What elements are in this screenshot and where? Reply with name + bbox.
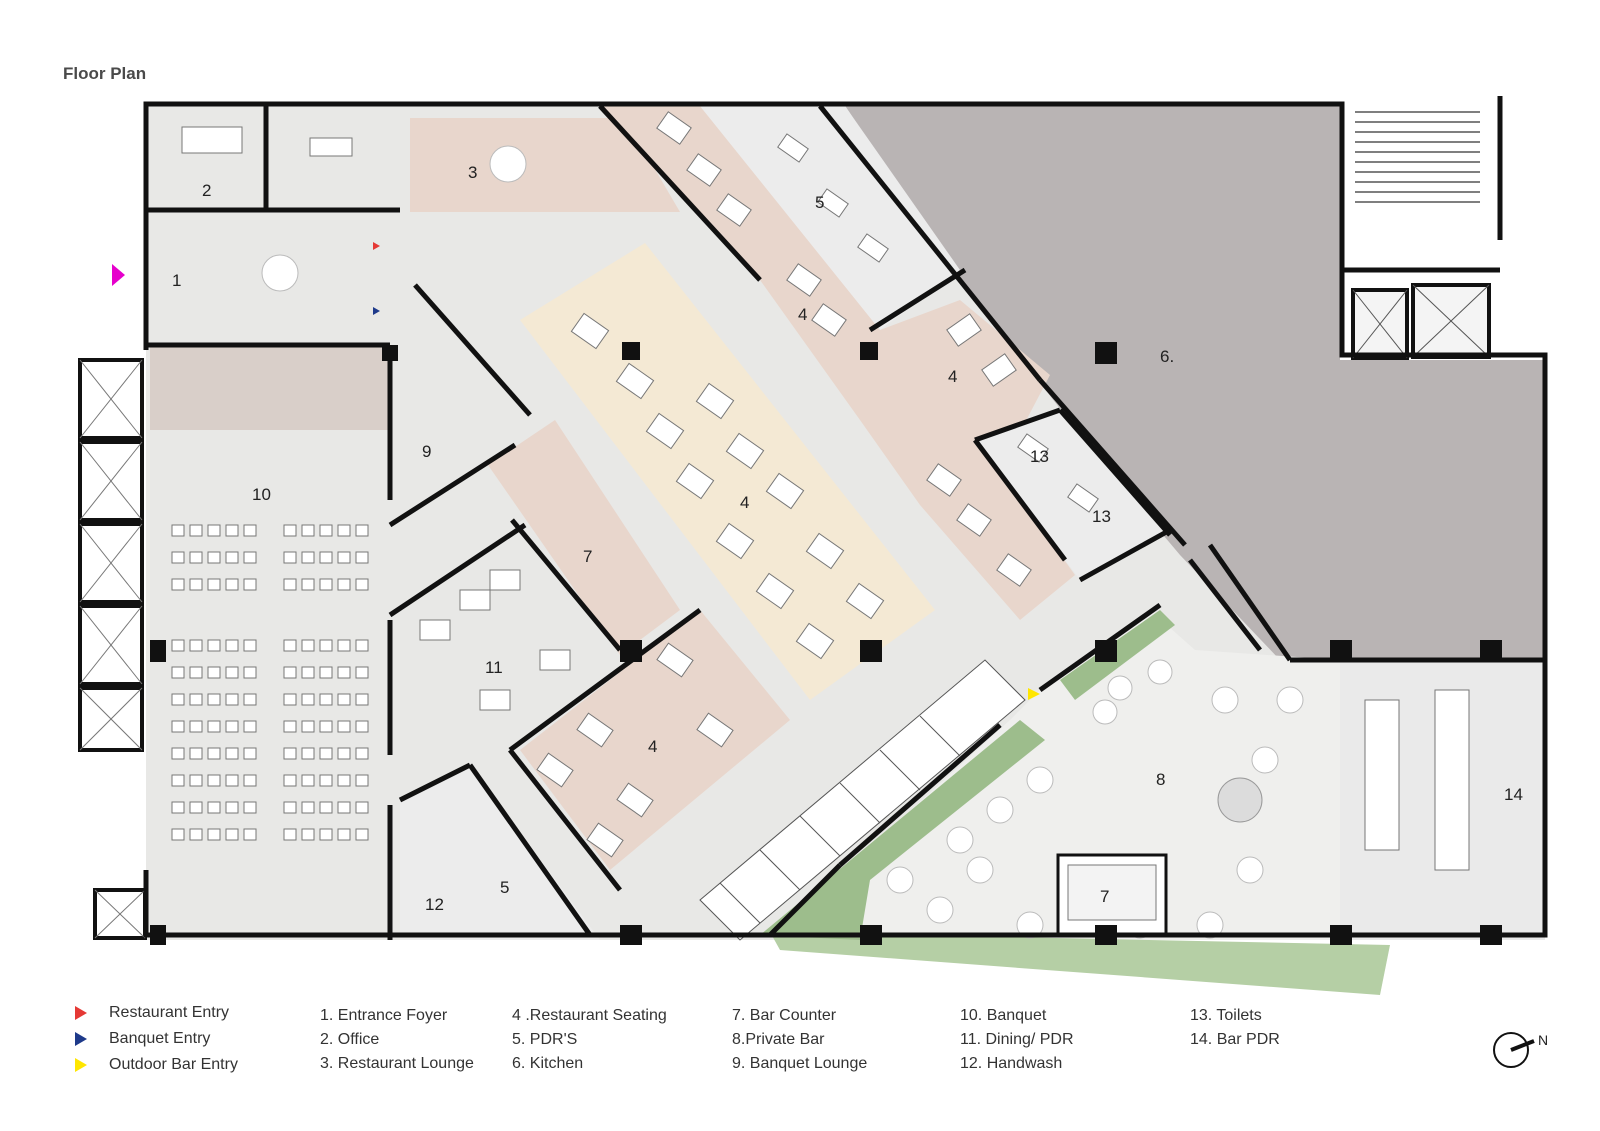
stair-core: [1345, 104, 1495, 224]
lift-shafts: [1351, 283, 1491, 360]
legend-item: 13. Toilets: [1190, 1007, 1262, 1024]
legend-item: 1. Entrance Foyer: [320, 1007, 448, 1024]
legend-label: Banquet Entry: [109, 1030, 211, 1047]
bar-counter-zone: [488, 420, 680, 655]
legend-item: 14. Bar PDR: [1190, 1031, 1280, 1048]
room-label-toilets-a: 13: [1030, 447, 1049, 466]
room-legend-col-1: 1. Entrance Foyer 2. Office 3. Restauran…: [320, 1004, 474, 1076]
room-label-foyer: 1: [172, 271, 181, 290]
legend-item: 6. Kitchen: [512, 1055, 584, 1072]
legend-restaurant-entry: Restaurant Entry: [75, 1000, 238, 1026]
garden-strip-upper: [1060, 610, 1175, 700]
legend-item: 5. PDR'S: [512, 1031, 578, 1048]
stairs-diagonal: [699, 659, 1026, 941]
handwash-zone: [400, 765, 600, 940]
room-label-toilets-b: 13: [1092, 507, 1111, 526]
room-legend-col-5: 13. Toilets 14. Bar PDR: [1190, 1004, 1280, 1052]
room-label-bar-counter-a: 7: [583, 547, 592, 566]
legend-item: 4 .Restaurant Seating: [512, 1007, 667, 1024]
room-legend-col-3: 7. Bar Counter 8.Private Bar 9. Banquet …: [732, 1004, 867, 1076]
yellow-triangle-icon: [75, 1058, 87, 1072]
floor-plan-drawing: 1 2 3 5 4 4 4 4 6. 9 10 7 13 13 11 8 14 …: [78, 96, 1548, 995]
legend-label: Outdoor Bar Entry: [109, 1056, 238, 1073]
room-label-bar-counter-b: 7: [1100, 887, 1109, 906]
north-label: N: [1538, 1032, 1548, 1048]
banquet-chairs: [171, 524, 369, 841]
legend-item: 9. Banquet Lounge: [732, 1055, 868, 1072]
room-label-seating-c: 4: [740, 493, 749, 512]
foyer-entry-arrow: [112, 264, 125, 286]
restaurant-entry-marker: [373, 242, 380, 250]
outdoor-bar-entry-marker: [1028, 688, 1040, 700]
room-label-handwash: 12: [425, 895, 444, 914]
legend-outdoor-bar-entry: Outdoor Bar Entry: [75, 1052, 238, 1078]
legend-item: 3. Restaurant Lounge: [320, 1055, 474, 1072]
legend-item: 7. Bar Counter: [732, 1007, 837, 1024]
room-legend-col-4: 10. Banquet 11. Dining/ PDR 12. Handwash: [960, 1004, 1074, 1076]
red-triangle-icon: [75, 1006, 87, 1020]
seating-strip-lower: [520, 610, 790, 870]
blue-triangle-icon: [75, 1032, 87, 1046]
legend-item: 12. Handwash: [960, 1055, 1063, 1072]
legend-banquet-entry: Banquet Entry: [75, 1026, 238, 1052]
garden-strip-diagonal: [760, 720, 1045, 940]
room-label-dining: 11: [485, 658, 503, 677]
room-label-office: 2: [202, 181, 211, 200]
walls: [143, 96, 1548, 940]
room-label-seating-a: 4: [798, 305, 807, 324]
room-label-seating-b: 4: [948, 367, 957, 386]
room-label-seating-d: 4: [648, 737, 657, 756]
room-label-pdr: 5: [815, 193, 824, 212]
room-label-private-bar: 8: [1156, 770, 1165, 789]
bar-round-tables: [261, 145, 1304, 939]
entry-legend: Restaurant Entry Banquet Entry Outdoor B…: [75, 1000, 238, 1078]
banquet-stage: [150, 345, 390, 430]
room-label-bar-pdr: 14: [1504, 785, 1523, 804]
room-label-toilets-c: 5: [500, 878, 509, 897]
plan-title: Floor Plan: [63, 64, 147, 83]
legend-label: Restaurant Entry: [109, 1004, 230, 1021]
room-legend-col-2: 4 .Restaurant Seating 5. PDR'S 6. Kitche…: [512, 1004, 667, 1076]
banquet-entry-marker: [373, 307, 380, 315]
room-label-banquet: 10: [252, 485, 271, 504]
room-label-banquet-lounge: 9: [422, 442, 431, 461]
dining-tables: [181, 111, 1470, 871]
north-arrow-icon: N: [1493, 1032, 1548, 1068]
pdr-rooms: [700, 106, 960, 330]
planter: [1217, 777, 1263, 823]
legend-item: 11. Dining/ PDR: [960, 1031, 1074, 1048]
service-shafts: [78, 358, 147, 940]
legend-item: 8.Private Bar: [732, 1031, 825, 1048]
room-label-lounge: 3: [468, 163, 477, 182]
legend-item: 2. Office: [320, 1031, 380, 1048]
room-label-kitchen: 6.: [1160, 347, 1174, 366]
legend-item: 10. Banquet: [960, 1007, 1047, 1024]
garden-strip: [770, 932, 1390, 995]
columns: [150, 342, 1502, 945]
lounge-zone: [410, 118, 680, 212]
kitchen-zone: [844, 104, 1545, 660]
